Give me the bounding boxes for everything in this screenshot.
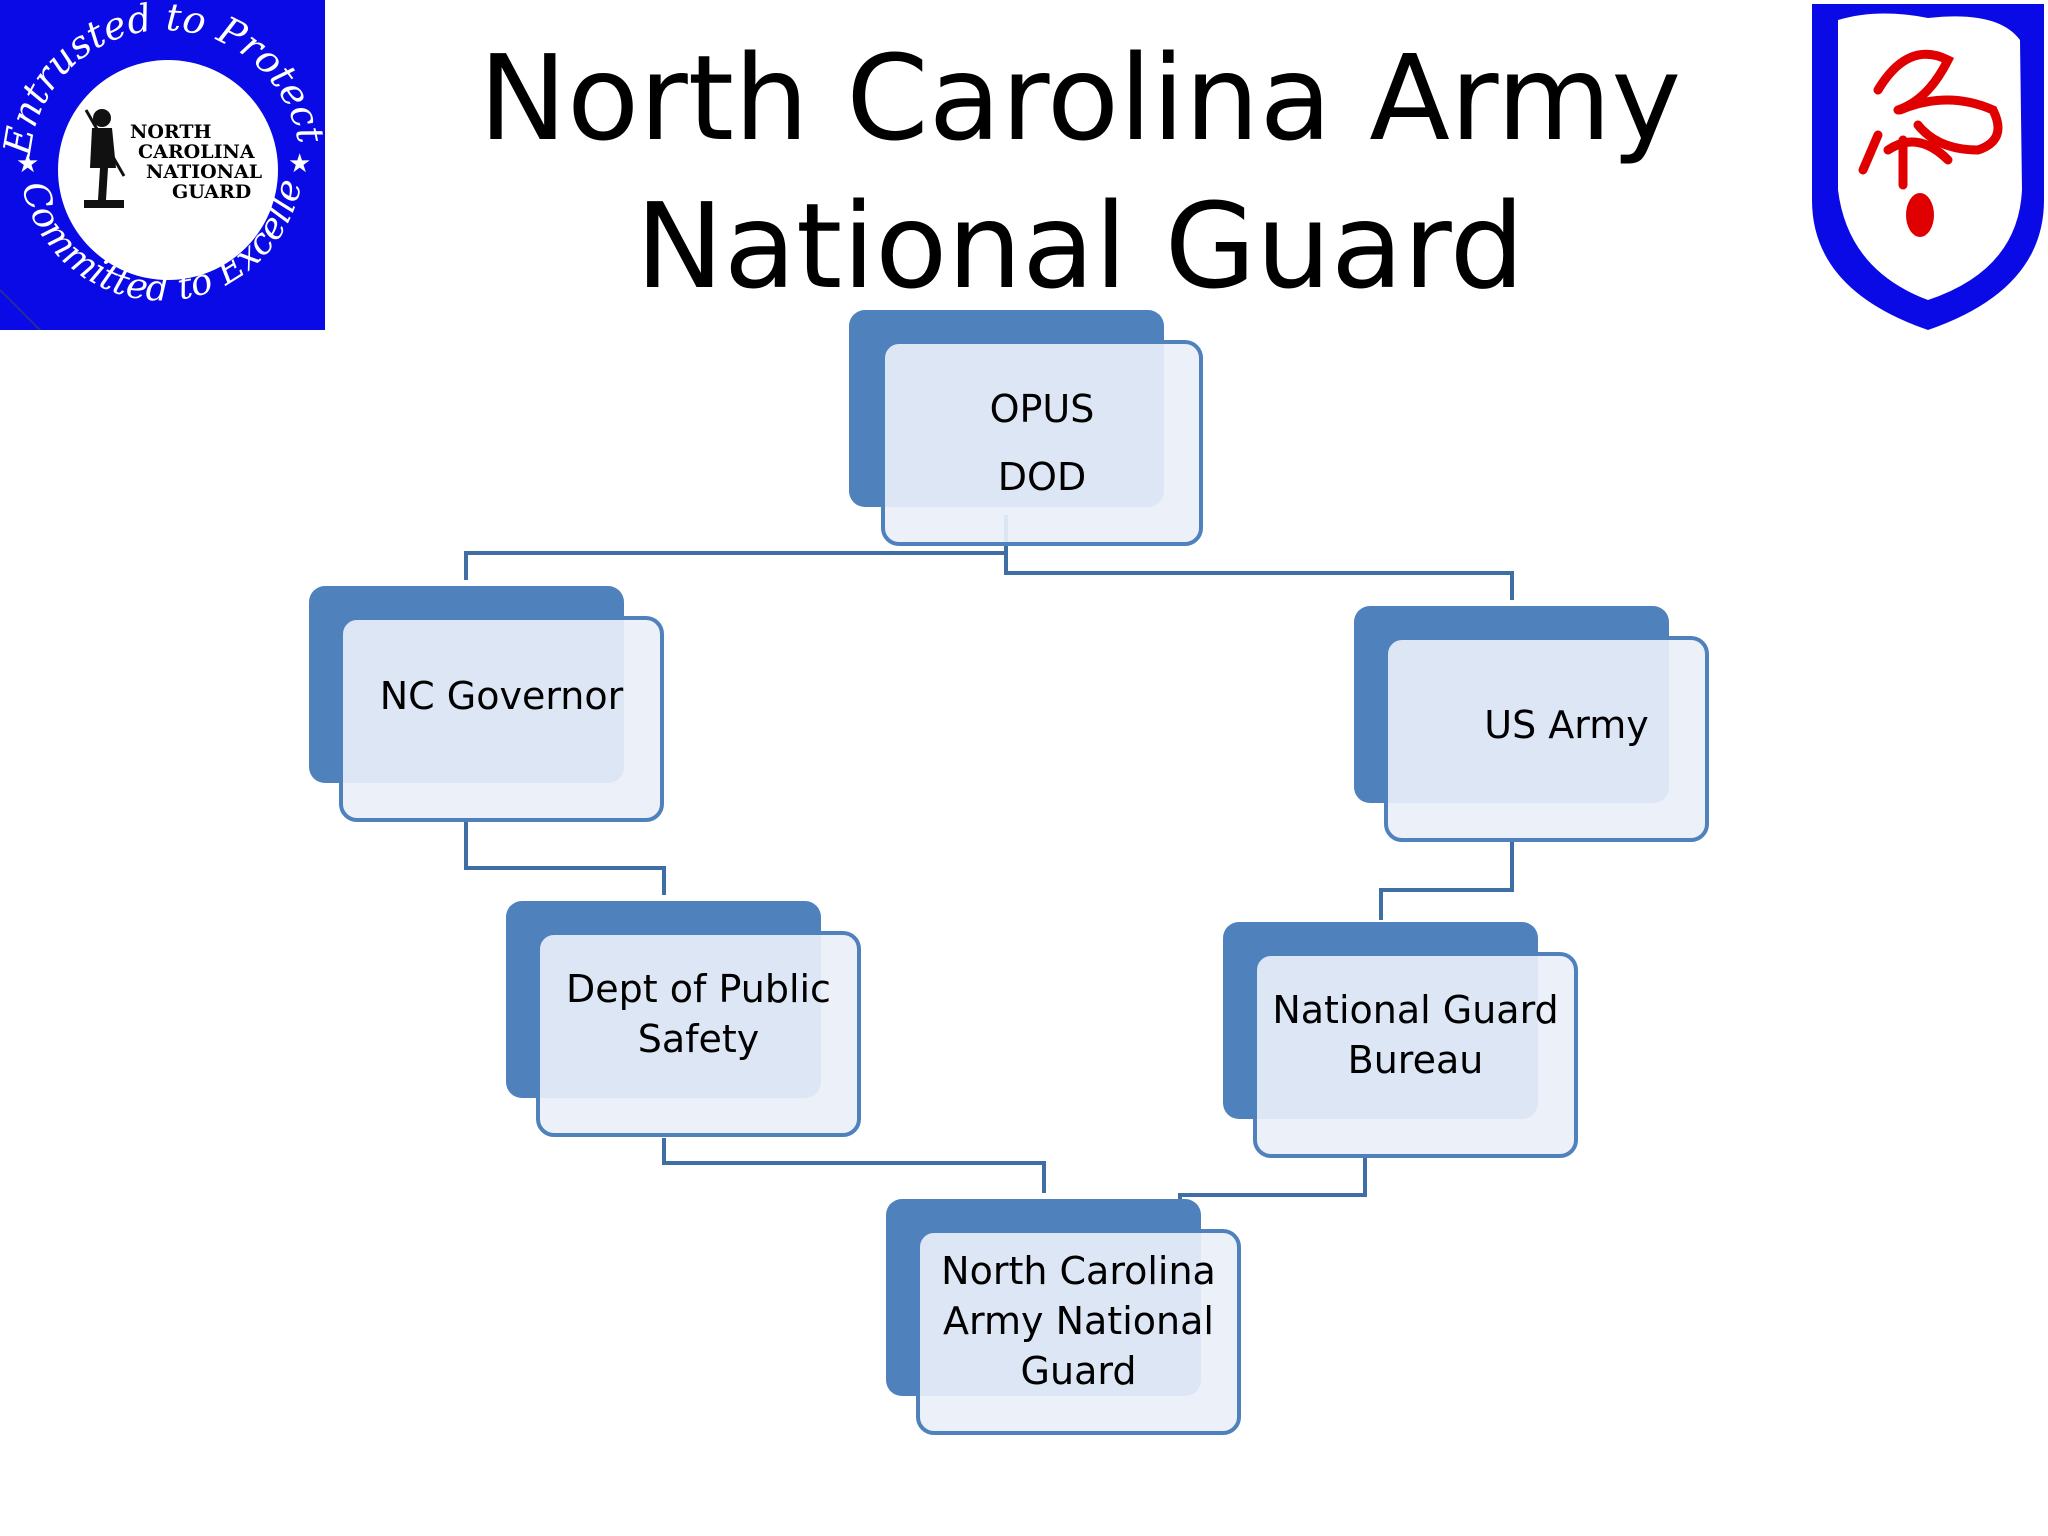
seal-inner-line4: GUARD — [172, 181, 251, 203]
seal-inner-line1: NORTH — [130, 121, 212, 143]
node-governor-label: NC Governor — [379, 674, 624, 718]
node-ncarng-line3: Guard — [1020, 1349, 1137, 1393]
seal-inner-line3: NATIONAL — [146, 161, 262, 183]
node-ngb-line1: National Guard — [1272, 988, 1559, 1032]
node-ncarng-line2: Army National — [943, 1299, 1214, 1343]
title-line-2: National Guard — [635, 177, 1525, 315]
node-ngb-line2: Bureau — [1347, 1038, 1484, 1082]
hornet-shield-icon — [1808, 0, 2048, 335]
node-opus-line1: OPUS — [989, 387, 1095, 431]
slide-title: North Carolina Army National Guard — [420, 24, 1740, 320]
seal-inner-circle — [58, 60, 278, 280]
node-opus-line2: DOD — [997, 455, 1087, 499]
star-icon: ★ — [288, 148, 311, 178]
star-icon: ★ — [16, 148, 39, 178]
title-line-1: North Carolina Army — [478, 29, 1682, 167]
nc-national-guard-seal: Entrusted to Protect Committed to Excell… — [0, 0, 325, 330]
seal-graphic: Entrusted to Protect Committed to Excell… — [0, 0, 325, 330]
minuteman-icon — [84, 109, 126, 208]
node-dps-line2: Safety — [637, 1017, 760, 1061]
seal-inner-line2: CAROLINA — [138, 141, 255, 163]
node-army-label: US Army — [1484, 703, 1649, 747]
node-ncarng-line1: North Carolina — [941, 1249, 1216, 1293]
node-dps-line1: Dept of Public — [566, 967, 831, 1011]
